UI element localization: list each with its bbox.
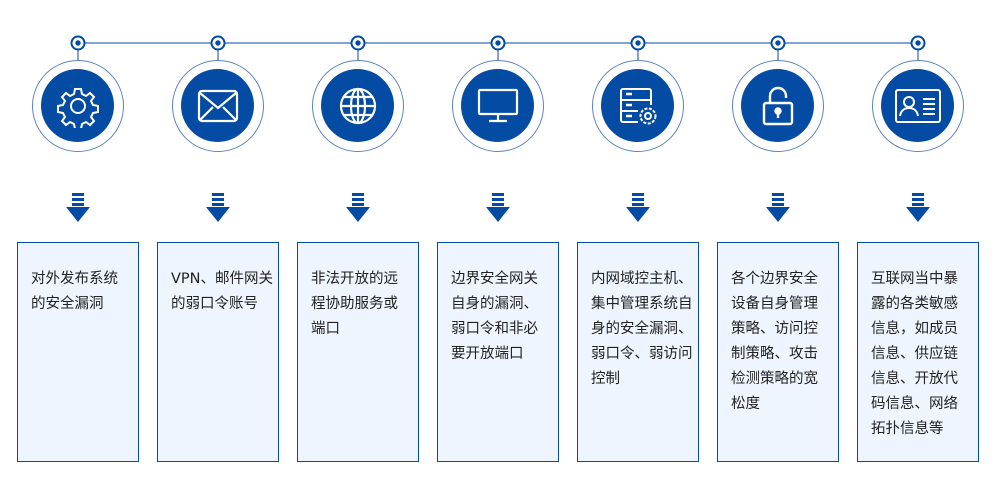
risk-item: 互联网当中暴露的各类敏感信息，如成员信息、供应链信息、开放代码信息、网络拓扑信息… xyxy=(849,0,989,491)
arrow-down-icon xyxy=(766,193,790,222)
timeline-node-dot xyxy=(355,40,361,46)
risk-description-line: 弱口令、弱访问 xyxy=(591,346,693,362)
timeline-node-dot xyxy=(775,40,781,46)
risk-description-line: 内网域控主机、 xyxy=(591,271,693,287)
risk-description-line: 集中管理系统自 xyxy=(591,296,693,312)
risk-description-line: 信息、开放代 xyxy=(871,371,958,387)
timeline-node-dot xyxy=(915,40,921,46)
risk-description-line: VPN、邮件网关 xyxy=(171,271,274,287)
risk-description-line: 信息、供应链 xyxy=(871,346,958,362)
risk-description-line: 控制 xyxy=(591,371,620,387)
monitor-icon xyxy=(461,69,534,142)
icon-ring xyxy=(452,60,544,152)
risk-description-line: 制策略、攻击 xyxy=(731,346,818,362)
risk-description-line: 端口 xyxy=(311,321,340,337)
risk-description-box: 各个边界安全设备自身管理策略、访问控制策略、攻击检测策略的宽松度 xyxy=(717,242,839,462)
risk-description-line: 弱口令和非必 xyxy=(451,321,538,337)
timeline-node-dot xyxy=(635,40,641,46)
risk-description-box: 对外发布系统的安全漏洞 xyxy=(17,242,139,462)
icon-ring xyxy=(32,60,124,152)
timeline-node-dot xyxy=(215,40,221,46)
risk-description-line: 各个边界安全 xyxy=(731,271,818,287)
risk-item: 边界安全网关自身的漏洞、弱口令和非必要开放端口 xyxy=(429,0,569,491)
risk-description-box: VPN、邮件网关的弱口令账号 xyxy=(157,242,279,462)
id-card-icon xyxy=(881,69,954,142)
timeline-node-dot xyxy=(75,40,81,46)
risk-item: 对外发布系统的安全漏洞 xyxy=(9,0,149,491)
risk-description-line: 对外发布系统 xyxy=(31,271,118,287)
risk-description-box: 内网域控主机、集中管理系统自身的安全漏洞、弱口令、弱访问控制 xyxy=(577,242,699,462)
icon-ring xyxy=(732,60,824,152)
risk-item: 内网域控主机、集中管理系统自身的安全漏洞、弱口令、弱访问控制 xyxy=(569,0,709,491)
risk-item: VPN、邮件网关的弱口令账号 xyxy=(149,0,289,491)
icon-ring xyxy=(172,60,264,152)
risk-description-line: 码信息、网络 xyxy=(871,396,958,412)
risk-description-line: 信息，如成员 xyxy=(871,321,958,337)
risk-description-line: 检测策略的宽 xyxy=(731,371,818,387)
mail-icon xyxy=(181,69,254,142)
risk-description-line: 非法开放的远 xyxy=(311,271,398,287)
risk-description-line: 松度 xyxy=(731,396,760,412)
risk-description-line: 设备自身管理 xyxy=(731,296,818,312)
arrow-down-icon xyxy=(66,193,90,222)
arrow-down-icon xyxy=(906,193,930,222)
icon-ring xyxy=(312,60,404,152)
risk-description-box: 边界安全网关自身的漏洞、弱口令和非必要开放端口 xyxy=(437,242,559,462)
risk-description-line: 策略、访问控 xyxy=(731,321,818,337)
risk-description-box: 互联网当中暴露的各类敏感信息，如成员信息、供应链信息、开放代码信息、网络拓扑信息… xyxy=(857,242,979,462)
icon-ring xyxy=(592,60,684,152)
icon-ring xyxy=(872,60,964,152)
gear-icon xyxy=(41,69,114,142)
timeline-node-dot xyxy=(495,40,501,46)
risk-description-line: 身的安全漏洞、 xyxy=(591,321,693,337)
risk-description-line: 要开放端口 xyxy=(451,346,524,362)
risk-description-line: 程协助服务或 xyxy=(311,296,398,312)
unlock-icon xyxy=(741,69,814,142)
risk-description-line: 自身的漏洞、 xyxy=(451,296,538,312)
risk-description-line: 边界安全网关 xyxy=(451,271,538,287)
arrow-down-icon xyxy=(626,193,650,222)
arrow-down-icon xyxy=(486,193,510,222)
risk-item: 各个边界安全设备自身管理策略、访问控制策略、攻击检测策略的宽松度 xyxy=(709,0,849,491)
arrow-down-icon xyxy=(346,193,370,222)
risk-description-line: 的安全漏洞 xyxy=(31,296,104,312)
server-settings-icon xyxy=(601,69,674,142)
arrow-down-icon xyxy=(206,193,230,222)
globe-icon xyxy=(321,69,394,142)
risk-description-line: 露的各类敏感 xyxy=(871,296,958,312)
risk-item: 非法开放的远程协助服务或端口 xyxy=(289,0,429,491)
risk-description-box: 非法开放的远程协助服务或端口 xyxy=(297,242,419,462)
risk-description-line: 拓扑信息等 xyxy=(871,421,944,437)
risk-description-line: 的弱口令账号 xyxy=(171,296,258,312)
risk-description-line: 互联网当中暴 xyxy=(871,271,958,287)
